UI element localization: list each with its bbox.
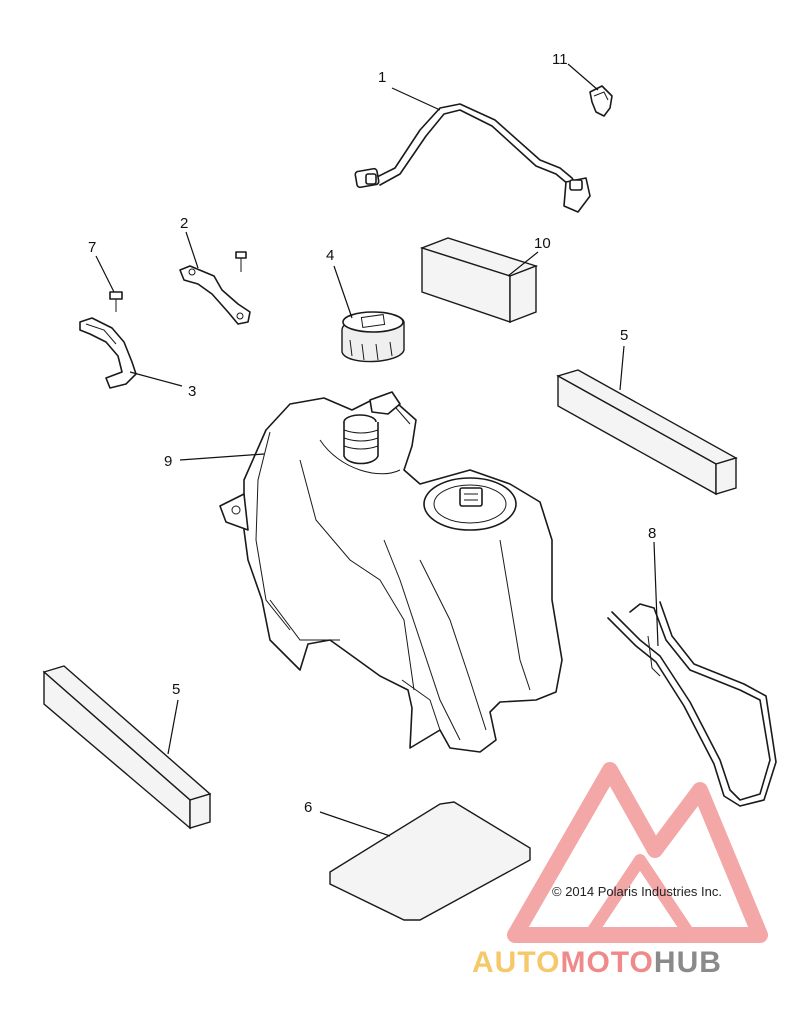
part-foam-5-left — [42, 665, 212, 830]
part-strap-8 — [607, 601, 777, 807]
callouts: 1 2 3 4 5 5 6 7 8 9 10 11 — [88, 51, 656, 816]
part-foam-10 — [419, 237, 539, 324]
part-pad-6 — [329, 801, 531, 921]
callout-2: 2 — [180, 215, 188, 232]
part-bracket-2 — [179, 251, 251, 325]
copyright-notice: © 2014 Polaris Industries Inc. — [552, 884, 722, 899]
callout-5-right: 5 — [620, 327, 628, 344]
callout-1: 1 — [378, 69, 386, 86]
watermark-logo — [507, 762, 768, 943]
watermark-auto: AUTO — [472, 946, 560, 979]
part-bolt-7 — [109, 291, 123, 312]
leader-lines — [95, 63, 659, 837]
callout-10: 10 — [534, 235, 551, 252]
part-bracket-3 — [79, 317, 137, 389]
callout-8: 8 — [648, 525, 656, 542]
callout-4: 4 — [326, 247, 334, 264]
callout-9: 9 — [164, 453, 172, 470]
part-clip — [589, 85, 613, 117]
part-fuel-tank — [219, 391, 563, 753]
callout-3: 3 — [188, 383, 196, 400]
callout-6: 6 — [304, 799, 312, 816]
part-fuel-cap — [341, 311, 405, 363]
watermark-text: AUTOMOTOHUB — [472, 946, 722, 979]
watermark-hub: HUB — [654, 946, 722, 979]
callout-7: 7 — [88, 239, 96, 256]
part-vent-hose — [354, 103, 591, 213]
callout-5-left: 5 — [172, 681, 180, 698]
part-foam-5-right — [556, 369, 738, 496]
callout-11: 11 — [552, 51, 568, 68]
watermark-moto: MOTO — [560, 946, 653, 979]
